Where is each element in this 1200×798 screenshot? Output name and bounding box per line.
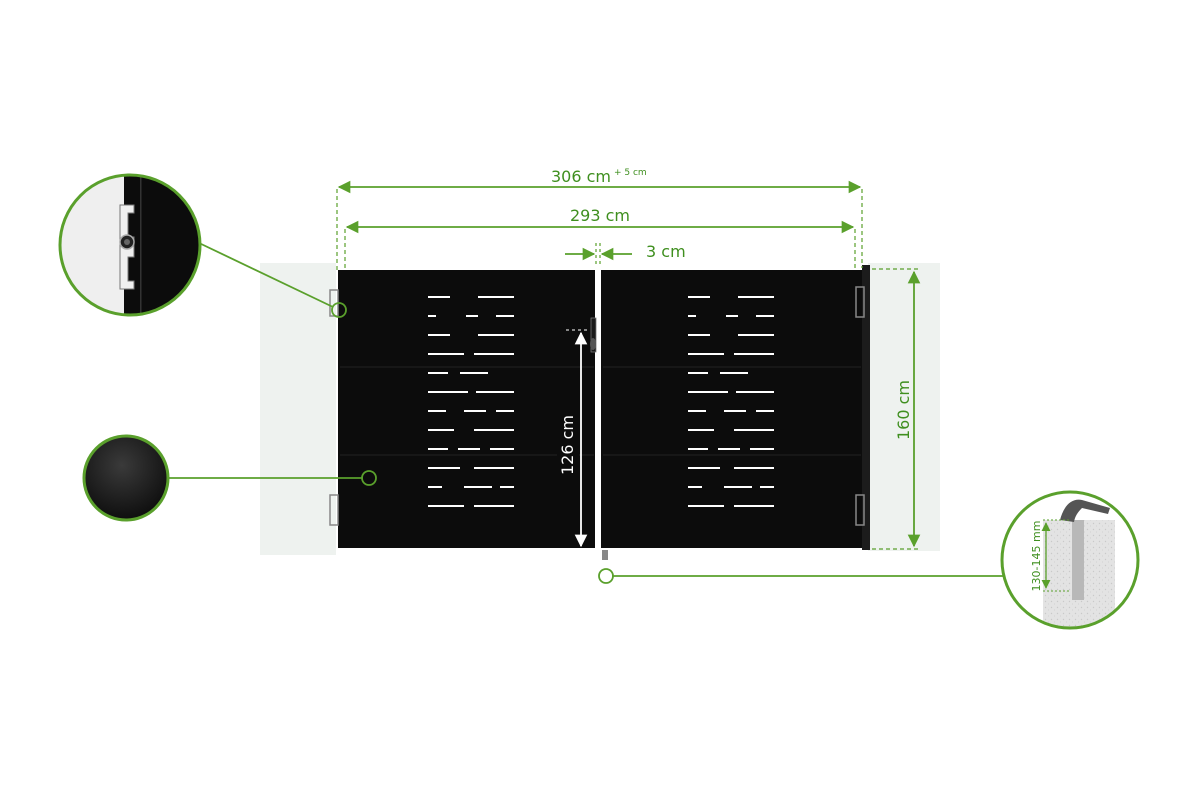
right-post [862, 265, 870, 550]
dimension-gate-width: 293 cm [344, 206, 856, 270]
overall-width-label: 306 cm [551, 167, 611, 186]
slot [428, 296, 450, 298]
slot [458, 448, 480, 450]
slot [428, 467, 460, 469]
slot [738, 334, 774, 336]
slot [476, 391, 514, 393]
slot [760, 486, 774, 488]
slot [428, 410, 446, 412]
ground-bolt-callout: 130-145 mm [598, 490, 1140, 630]
slot [688, 505, 724, 507]
gate-height-label: 160 cm [894, 380, 913, 440]
slot [726, 315, 738, 317]
slot [428, 315, 436, 317]
slot [750, 448, 774, 450]
slot [464, 486, 492, 488]
overall-width-tolerance: + 5 cm [614, 168, 647, 178]
slot [478, 334, 514, 336]
slot [496, 315, 514, 317]
slot [688, 372, 708, 374]
slot [734, 505, 774, 507]
slot [428, 334, 450, 336]
black-color-swatch-icon [82, 434, 170, 522]
slot [500, 486, 514, 488]
slot [428, 391, 468, 393]
slot [688, 391, 728, 393]
slot [464, 410, 486, 412]
dimension-lock-height: 126 cm [557, 329, 590, 548]
ground-bolt-concrete-icon: 130-145 mm [1030, 499, 1115, 628]
right-pillar [868, 263, 940, 551]
slot [734, 467, 774, 469]
slot [718, 448, 740, 450]
lock-height-label: 126 cm [558, 415, 577, 475]
dimension-center-gap: 3 cm [565, 242, 686, 265]
decorative-slots-left [428, 296, 514, 507]
slot [474, 467, 514, 469]
slot [724, 486, 752, 488]
slot [688, 334, 710, 336]
slot [428, 486, 442, 488]
slot [738, 296, 774, 298]
slot [490, 448, 514, 450]
gate-width-label: 293 cm [570, 206, 630, 225]
slot [688, 410, 706, 412]
slot [460, 372, 488, 374]
slot [428, 353, 464, 355]
slot [496, 410, 514, 412]
handle-icon [590, 317, 597, 353]
slot [720, 372, 748, 374]
center-gap-label: 3 cm [646, 242, 686, 261]
decorative-slots-right [688, 296, 774, 507]
ground-bolt-icon [602, 550, 608, 560]
slot [428, 448, 448, 450]
slot [428, 429, 454, 431]
slot [466, 315, 478, 317]
slot [428, 505, 464, 507]
slot [688, 296, 710, 298]
slot [688, 448, 708, 450]
slot [428, 372, 448, 374]
color-swatch-callout [82, 434, 377, 522]
slot [478, 296, 514, 298]
slot [688, 353, 724, 355]
slot [474, 429, 514, 431]
slot [688, 429, 714, 431]
slot [756, 410, 774, 412]
slot [734, 429, 774, 431]
slot [756, 315, 774, 317]
slot [688, 467, 720, 469]
dimension-gate-height: 160 cm [872, 268, 921, 550]
right-gate-leaf [601, 270, 863, 548]
slot [474, 353, 514, 355]
ground-bolt-depth-label: 130-145 mm [1030, 521, 1043, 592]
left-gate-leaf [338, 270, 595, 548]
dimension-overall-width: 306 cm + 5 cm [336, 167, 863, 270]
left-pillar [260, 263, 336, 555]
slot [724, 410, 746, 412]
gate [329, 265, 870, 560]
slot [474, 505, 514, 507]
slot [688, 486, 702, 488]
slot [736, 391, 774, 393]
slot [688, 315, 696, 317]
slot [734, 353, 774, 355]
